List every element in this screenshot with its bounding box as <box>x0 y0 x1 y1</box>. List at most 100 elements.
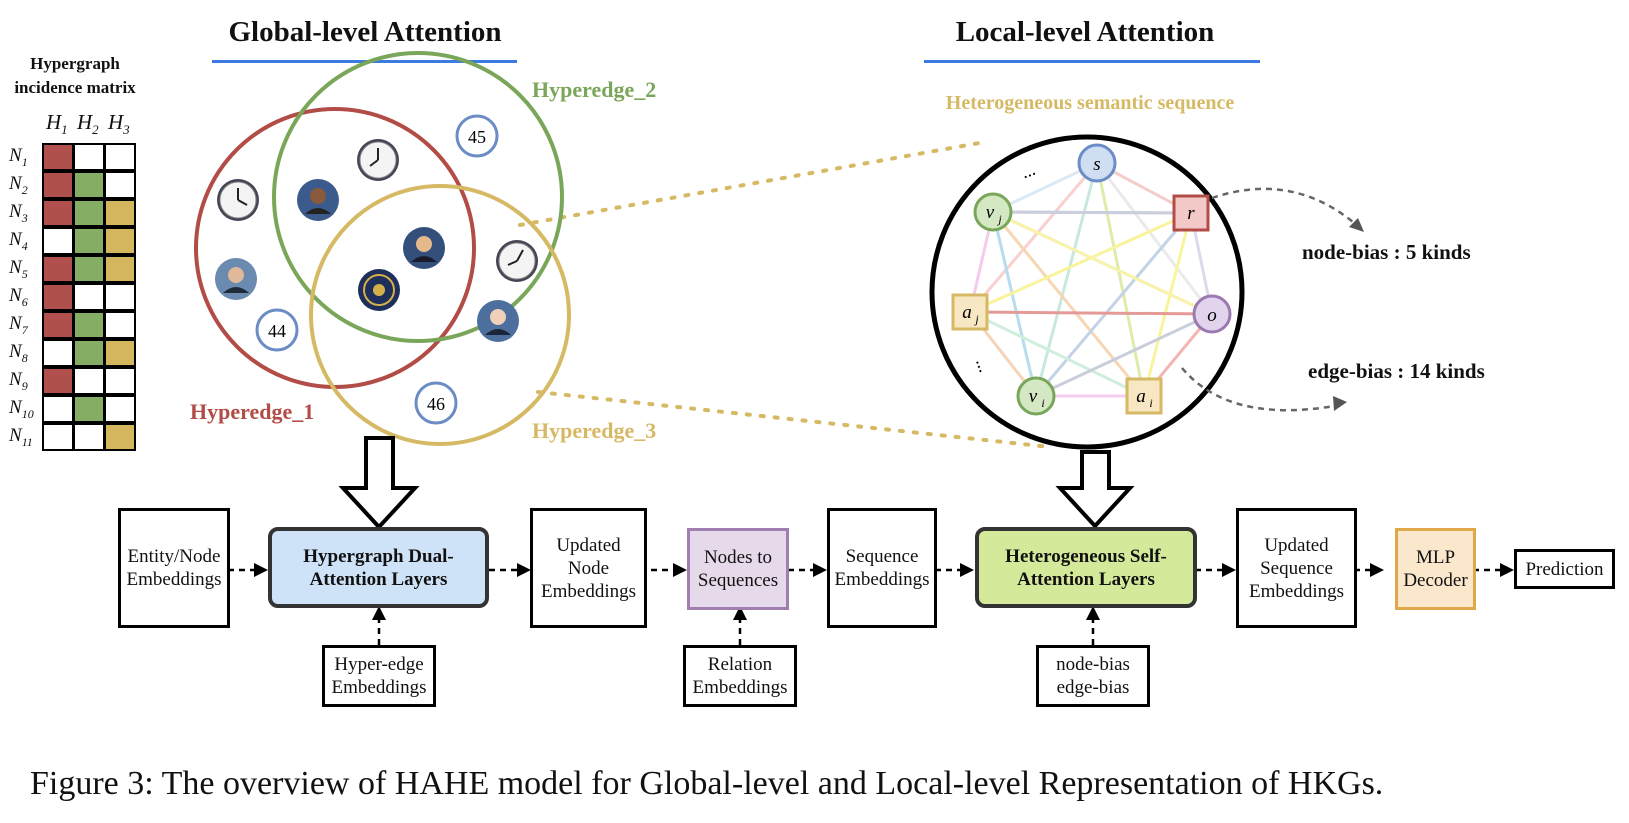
matrix-row-subscript: 7 <box>21 322 28 337</box>
matrix-row-label: N11 <box>9 425 33 450</box>
svg-text:j: j <box>973 312 979 326</box>
matrix-cell <box>104 311 136 339</box>
prediction-box: Prediction <box>1514 549 1615 589</box>
matrix-row-letter: N <box>9 313 22 334</box>
svg-text:s: s <box>1093 154 1100 175</box>
matrix-row-label: N1 <box>9 145 28 170</box>
updated-node-embeddings-box: Updated Node Embeddings <box>530 508 647 628</box>
node-aj: a j <box>951 293 989 331</box>
matrix-row-subscript: 8 <box>21 350 28 365</box>
matrix-column-subscript: 3 <box>123 122 130 138</box>
bias-input-box: node-bias edge-bias <box>1036 645 1150 707</box>
matrix-row-letter: N <box>9 341 22 362</box>
matrix-cell <box>73 171 105 199</box>
svg-text:j: j <box>996 212 1002 226</box>
relation-embeddings-box: Relation Embeddings <box>683 645 797 707</box>
matrix-row-subscript: 1 <box>21 154 28 169</box>
matrix-cell <box>104 395 136 423</box>
matrix-column-label: H2 <box>77 110 99 138</box>
nodes-to-sequences-box: Nodes to Sequences <box>687 528 789 610</box>
matrix-cell <box>42 255 74 283</box>
node-46: 46 <box>414 381 458 425</box>
svg-text:i: i <box>1041 396 1044 410</box>
matrix-cell <box>104 283 136 311</box>
down-arrow-global <box>338 436 420 530</box>
svg-text:r: r <box>1187 203 1195 224</box>
svg-text:i: i <box>1149 396 1152 410</box>
matrix-title-line1: Hypergraph <box>30 54 120 73</box>
clock-icon <box>217 179 259 221</box>
matrix-row-letter: N <box>9 201 22 222</box>
sequence-label: Heterogeneous semantic sequence <box>945 92 1235 114</box>
matrix-row-letter: N <box>9 285 22 306</box>
node-vj: v j <box>973 192 1013 232</box>
svg-text:a: a <box>1136 386 1146 407</box>
down-arrow-local <box>1055 450 1135 529</box>
svg-text:44: 44 <box>268 321 286 341</box>
matrix-row-subscript: 9 <box>21 378 28 393</box>
matrix-column-label: H1 <box>46 110 68 138</box>
clock-icon <box>357 139 399 181</box>
matrix-column-subscript: 2 <box>92 122 99 138</box>
mlp-decoder-box: MLP Decoder <box>1395 528 1476 610</box>
hyperedge-3-circle <box>309 184 571 446</box>
matrix-row-letter: N <box>9 257 22 278</box>
matrix-column-label: H3 <box>108 110 130 138</box>
hypergraph-dual-attention-box: Hypergraph Dual- Attention Layers <box>268 527 489 608</box>
node-ai: a i <box>1125 377 1163 415</box>
matrix-cell <box>104 367 136 395</box>
portrait-icon <box>215 258 257 300</box>
pipeline-connectors <box>228 568 1500 645</box>
matrix-row-subscript: 10 <box>21 406 34 421</box>
matrix-column-subscript: 1 <box>61 122 68 138</box>
node-45: 45 <box>455 114 499 158</box>
figure-caption: Figure 3: The overview of HAHE model for… <box>30 765 1384 802</box>
local-title: Local-level Attention <box>955 16 1215 48</box>
pipeline-arrowheads <box>254 563 1514 620</box>
seal-icon <box>358 269 400 311</box>
matrix-cell <box>73 311 105 339</box>
matrix-cell <box>104 171 136 199</box>
edge-bias-arrow <box>1181 367 1341 412</box>
matrix-cell <box>104 339 136 367</box>
svg-text:v: v <box>1029 386 1038 407</box>
matrix-row-subscript: 3 <box>21 210 28 225</box>
matrix-row-letter: N <box>9 229 22 250</box>
svg-text:a: a <box>962 302 972 323</box>
matrix-row-label: N8 <box>9 341 28 366</box>
matrix-row-letter: N <box>9 369 22 390</box>
entity-node-embeddings-box: Entity/Node Embeddings <box>118 508 230 628</box>
matrix-cell <box>73 143 105 171</box>
dotted-connector-bottom <box>536 390 1052 449</box>
hyperedge-2-circle <box>272 51 564 343</box>
matrix-cell <box>42 311 74 339</box>
matrix-row-letter: N <box>9 425 22 446</box>
hyper-edge-embeddings-box: Hyper-edge Embeddings <box>322 645 436 707</box>
matrix-cell <box>104 143 136 171</box>
node-vi: v i <box>1016 376 1056 416</box>
matrix-cell <box>73 423 105 451</box>
matrix-title-line2: incidence matrix <box>14 78 136 97</box>
edge-bias-label: edge-bias : 14 kinds <box>1308 359 1485 383</box>
node-r: r <box>1172 194 1210 232</box>
global-title: Global-level Attention <box>228 16 502 48</box>
matrix-row-label: N2 <box>9 173 28 198</box>
matrix-row-label: N5 <box>9 257 28 282</box>
matrix-column-letter: H <box>77 110 93 134</box>
node-bias-label: node-bias : 5 kinds <box>1302 240 1471 264</box>
node-44: 44 <box>255 308 299 352</box>
matrix-row-subscript: 5 <box>21 266 28 281</box>
node-bias-arrow <box>1211 187 1361 229</box>
matrix-row-label: N6 <box>9 285 28 310</box>
matrix-title: Hypergraph incidence matrix <box>0 52 150 100</box>
sequence-embeddings-box: Sequence Embeddings <box>827 508 937 628</box>
hyperedge-2-label: Hyperedge_2 <box>532 77 656 102</box>
matrix-column-letter: H <box>108 110 124 134</box>
matrix-row-label: N10 <box>9 397 34 422</box>
updated-sequence-embeddings-box: Updated Sequence Embeddings <box>1236 508 1357 628</box>
matrix-row-label: N3 <box>9 201 28 226</box>
matrix-cell <box>104 227 136 255</box>
matrix-cell <box>73 283 105 311</box>
matrix-cell <box>104 255 136 283</box>
